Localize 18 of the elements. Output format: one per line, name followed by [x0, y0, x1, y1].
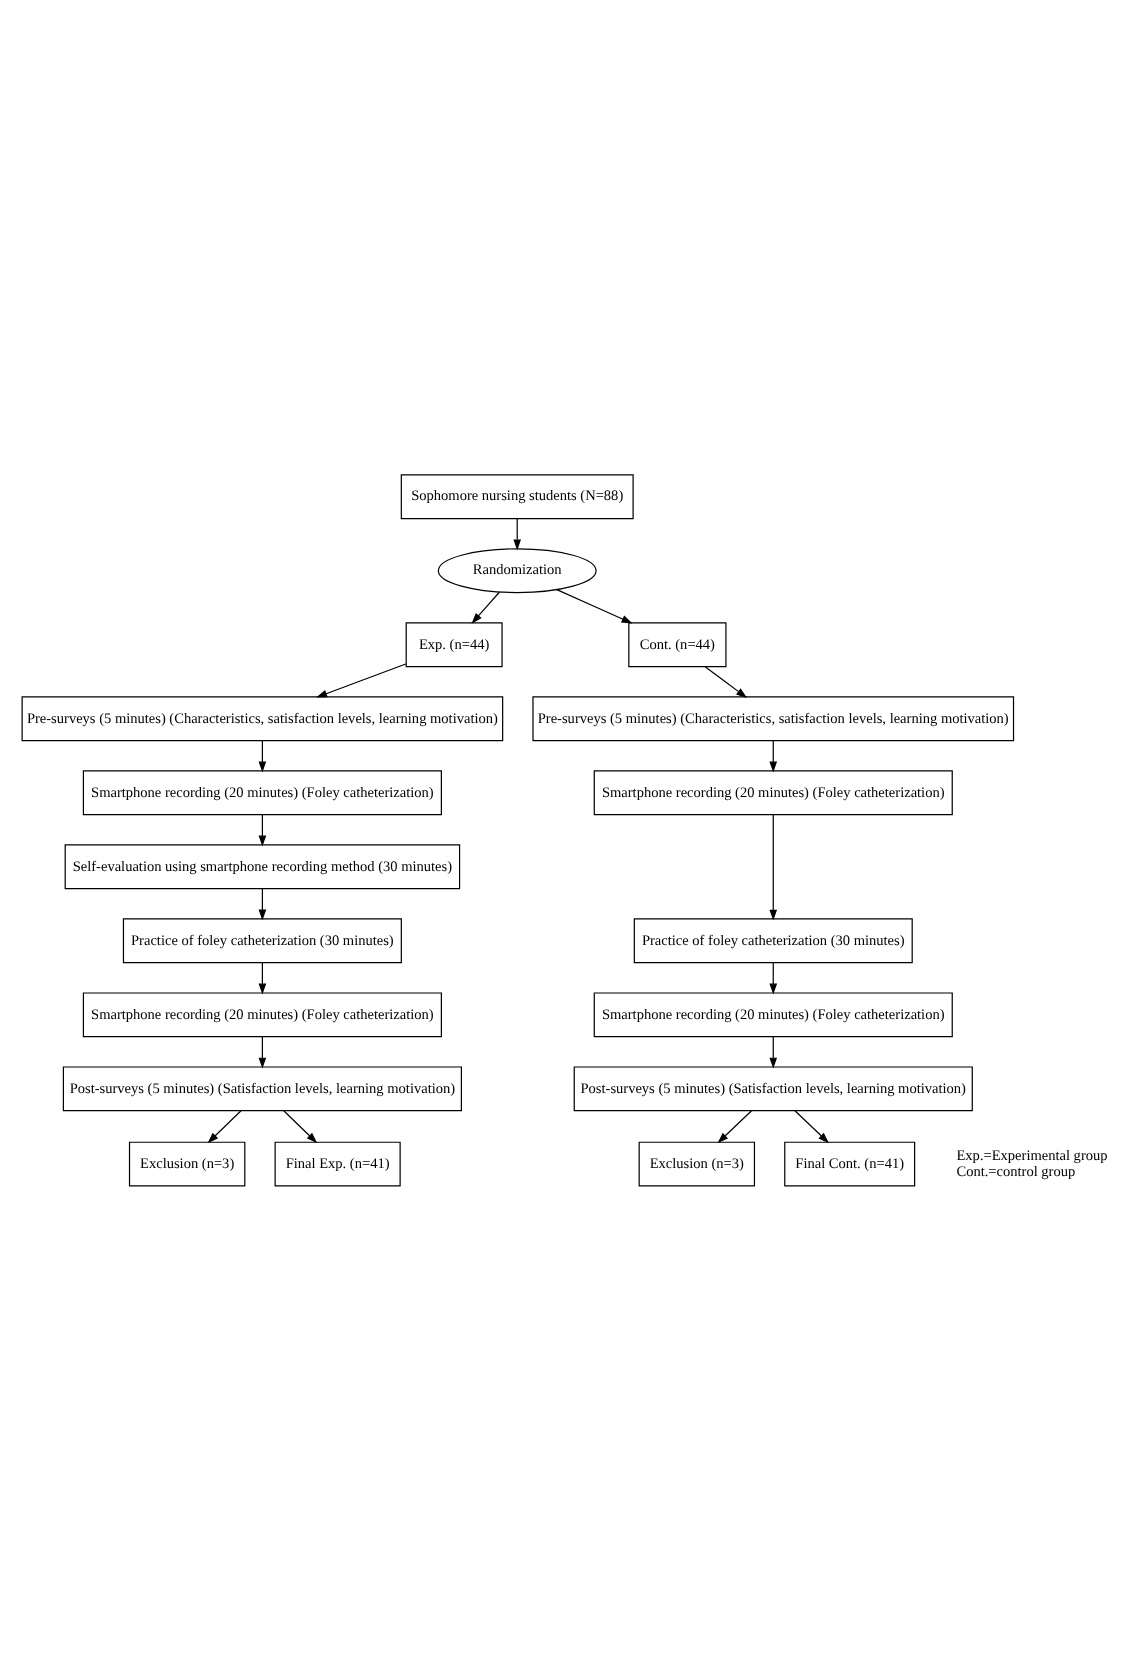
arrow: [316, 662, 407, 697]
arrow: [769, 961, 778, 994]
arrow: [471, 590, 500, 623]
arrow: [769, 739, 778, 772]
arrow: [283, 1109, 318, 1143]
arrow: [207, 1109, 242, 1143]
arrow: [556, 588, 633, 623]
arrow: [769, 813, 778, 920]
arrow: [794, 1109, 829, 1143]
arrow: [513, 517, 522, 550]
arrow: [258, 1035, 267, 1068]
arrow: [769, 1035, 778, 1068]
arrow: [258, 887, 267, 920]
arrow: [717, 1109, 753, 1143]
arrow: [258, 813, 267, 846]
arrow: [258, 961, 267, 994]
arrow: [704, 665, 748, 697]
arrow: [258, 739, 267, 772]
